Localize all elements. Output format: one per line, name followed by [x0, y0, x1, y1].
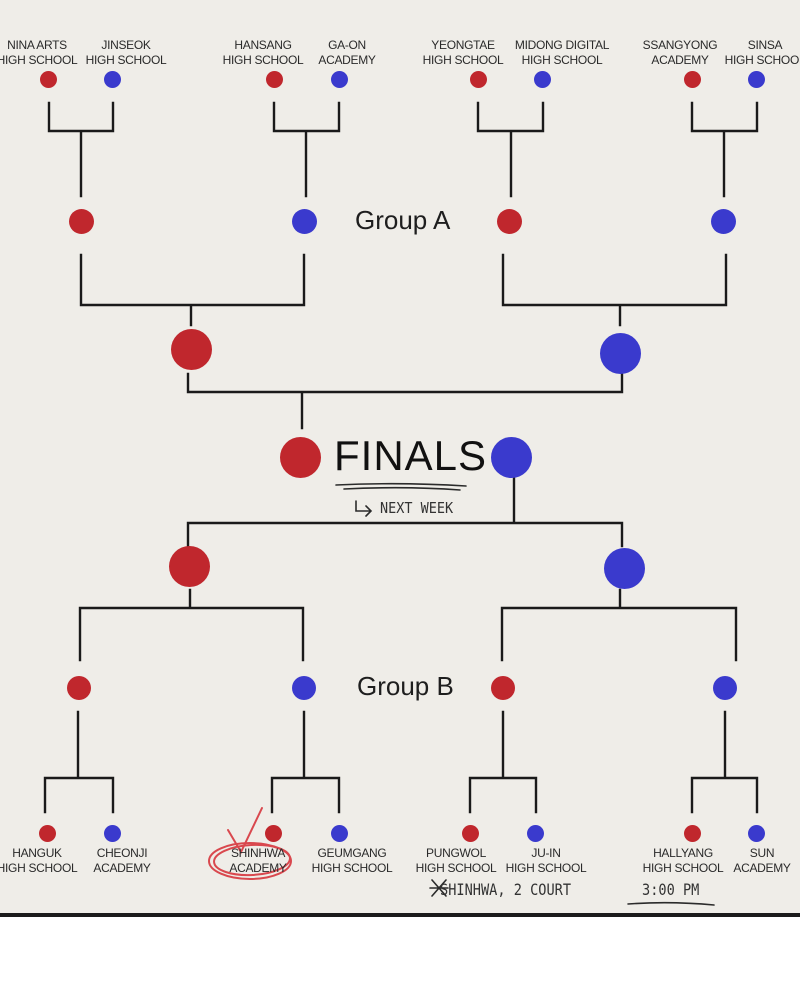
- dot-nina-arts: [40, 71, 57, 88]
- dot-hansang: [266, 71, 283, 88]
- dot-group-a-qf2: [292, 209, 317, 234]
- group-a-label: Group A: [355, 205, 451, 235]
- dot-group-b-qf3: [491, 676, 515, 700]
- dot-finalist-blue: [491, 437, 532, 478]
- dot-group-a-sf1: [171, 329, 212, 370]
- dot-group-a-sf2: [600, 333, 641, 374]
- dot-group-a-qf3: [497, 209, 522, 234]
- dot-ju-in: [527, 825, 544, 842]
- dot-ssangyong: [684, 71, 701, 88]
- dot-finalist-red: [280, 437, 321, 478]
- bracket-lines: [43, 101, 759, 814]
- dot-hallyang: [684, 825, 701, 842]
- finals-label: FINALS: [334, 432, 488, 479]
- group-b-label: Group B: [357, 671, 454, 701]
- panel-bottom-border: [0, 913, 800, 917]
- dot-group-a-qf1: [69, 209, 94, 234]
- dot-group-b-qf4: [713, 676, 737, 700]
- dot-yeongtae: [470, 71, 487, 88]
- handwritten-time: 3:00 PM: [642, 880, 700, 899]
- dot-group-b-qf1: [67, 676, 91, 700]
- dot-shinhwa: [265, 825, 282, 842]
- dot-group-b-qf2: [292, 676, 316, 700]
- dot-hanguk: [39, 825, 56, 842]
- dot-cheonji: [104, 825, 121, 842]
- dot-midong-digital: [534, 71, 551, 88]
- dot-ga-on: [331, 71, 348, 88]
- dot-geumgang: [331, 825, 348, 842]
- dot-group-a-qf4: [711, 209, 736, 234]
- dot-pungwol: [462, 825, 479, 842]
- handwritten-annotations: [208, 482, 715, 906]
- dot-sinsa: [748, 71, 765, 88]
- finals-note: NEXT WEEK: [380, 499, 454, 517]
- dot-group-b-sf1: [169, 546, 210, 587]
- dot-group-b-sf2: [604, 548, 645, 589]
- dot-jinseok: [104, 71, 121, 88]
- handwritten-note: SHINHWA, 2 COURT: [440, 880, 572, 899]
- dot-sun: [748, 825, 765, 842]
